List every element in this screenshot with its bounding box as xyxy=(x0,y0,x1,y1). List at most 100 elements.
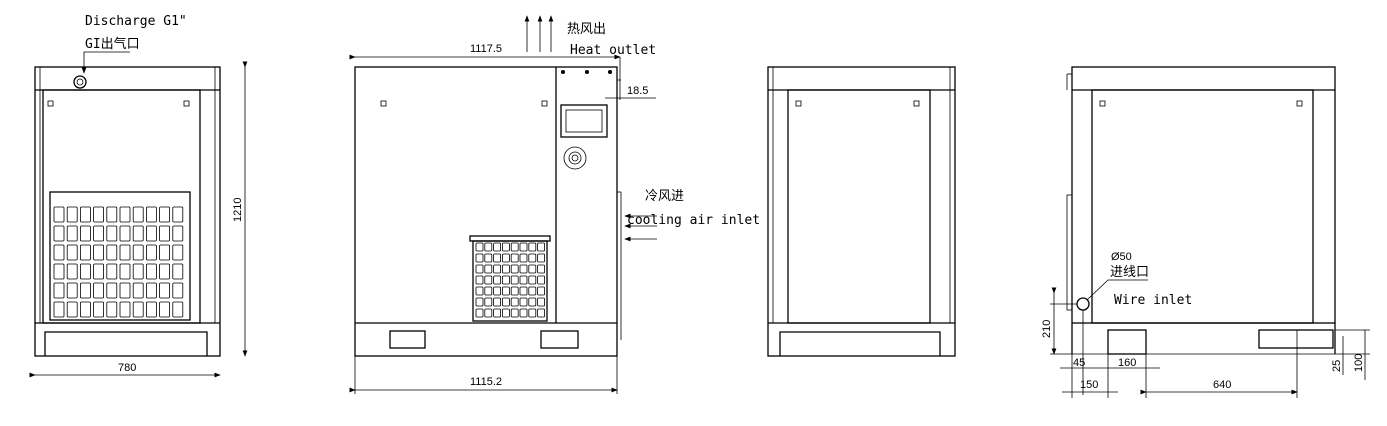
grille-slot xyxy=(519,253,528,263)
grille-slot xyxy=(493,264,502,274)
dim-25: 25 xyxy=(1331,360,1343,372)
grille-slot xyxy=(66,263,78,280)
grille-slot xyxy=(537,264,545,274)
front-view: Discharge G1" GI出气口 780 1210 xyxy=(29,14,248,378)
grille-slot xyxy=(172,263,184,280)
grille-slot xyxy=(80,206,91,223)
top-width-dimension: 1117.5 xyxy=(470,43,502,55)
grille-slot xyxy=(145,263,157,280)
grille-slot xyxy=(501,286,510,296)
grille-slot xyxy=(519,275,528,285)
grille-slot xyxy=(93,263,104,280)
grille-slot xyxy=(159,225,171,242)
grille-slot xyxy=(106,282,118,299)
grille-slot xyxy=(510,275,519,285)
grille-slot xyxy=(537,275,545,285)
intake-grille xyxy=(469,235,551,322)
control-screen xyxy=(560,104,608,138)
discharge-port xyxy=(73,75,87,89)
grille-slot xyxy=(80,282,91,299)
grille-slot xyxy=(159,263,171,280)
width-dimension: 780 xyxy=(118,362,136,374)
grille-slot xyxy=(80,225,91,242)
grille-slot xyxy=(132,206,144,223)
grille-slot xyxy=(519,264,528,274)
grille-slot xyxy=(132,244,144,261)
grille-slot xyxy=(119,263,131,280)
dim-160: 160 xyxy=(1118,357,1136,369)
offset-dimension: 18.5 xyxy=(627,85,648,97)
discharge-leader xyxy=(81,51,130,74)
grille-slot xyxy=(493,286,502,296)
grille-slot xyxy=(475,297,484,307)
grille-slot xyxy=(528,253,537,263)
grille-slot xyxy=(493,297,502,307)
grille-slot xyxy=(475,242,484,252)
side-view: 热风出 Heat outlet 1117.5 18.5 冷风进 cooling … xyxy=(349,15,760,394)
grille-slot xyxy=(484,275,493,285)
grille-slot xyxy=(172,225,184,242)
grille-slot xyxy=(528,242,537,252)
dim-45: 45 xyxy=(1073,357,1085,369)
grille-slot xyxy=(475,286,484,296)
grille-slot xyxy=(510,308,519,318)
grille-slot xyxy=(510,264,519,274)
grille-slot xyxy=(475,264,484,274)
grille-slot xyxy=(106,244,118,261)
grille-slot xyxy=(510,253,519,263)
wire-inlet-cn-label: 进线口 xyxy=(1110,265,1149,280)
grille-slot xyxy=(93,244,104,261)
grille-slot xyxy=(145,244,157,261)
forklift-slot xyxy=(540,330,579,349)
grille-slot xyxy=(519,286,528,296)
grille-slot xyxy=(172,244,184,261)
grille-slot xyxy=(501,242,510,252)
grille-slot xyxy=(80,244,91,261)
dim-100: 100 xyxy=(1353,354,1365,372)
grille-slot xyxy=(159,301,171,318)
grille-slot xyxy=(159,282,171,299)
grille-slot xyxy=(93,206,104,223)
grille-slot xyxy=(528,297,537,307)
grille-slot xyxy=(132,225,144,242)
grille-slot xyxy=(528,264,537,274)
grille-slot xyxy=(484,253,493,263)
grille-slot xyxy=(501,308,510,318)
grille-slot xyxy=(53,263,65,280)
grille-slot xyxy=(53,301,65,318)
discharge-label: Discharge G1" xyxy=(85,14,187,29)
wire-inlet-view: Ø50 进线口 Wire inlet 210 45 160 150 640 25… xyxy=(1041,66,1370,398)
grille-slot xyxy=(519,308,528,318)
grille-slot xyxy=(80,301,91,318)
grille-slot xyxy=(145,301,157,318)
grille-slot xyxy=(53,244,65,261)
grille-slot xyxy=(484,297,493,307)
grille-slot xyxy=(145,282,157,299)
discharge-cn-label: GI出气口 xyxy=(85,36,140,52)
grille-slot xyxy=(66,282,78,299)
grille-slot xyxy=(510,297,519,307)
cooling-inlet-cn-label: 冷风进 xyxy=(645,189,684,204)
grille-slot xyxy=(119,282,131,299)
grille-slot xyxy=(475,253,484,263)
dim-210: 210 xyxy=(1041,320,1053,338)
grille-slot xyxy=(145,206,157,223)
grille-slot xyxy=(132,263,144,280)
grille-slot xyxy=(66,301,78,318)
dim-150: 150 xyxy=(1080,379,1098,391)
grille-slot xyxy=(53,282,65,299)
grille-slot xyxy=(501,253,510,263)
height-dimension: 1210 xyxy=(232,198,244,222)
grille-slot xyxy=(519,242,528,252)
grille-slot xyxy=(93,225,104,242)
grille-slot xyxy=(145,225,157,242)
grille-slot xyxy=(528,286,537,296)
grille-slot xyxy=(537,308,545,318)
grille-slot xyxy=(93,282,104,299)
wire-inlet-label: Wire inlet xyxy=(1114,293,1192,308)
grille-slot xyxy=(53,206,65,223)
grille-slot xyxy=(493,275,502,285)
grille-slot xyxy=(172,301,184,318)
base-cutout xyxy=(44,331,208,356)
grille-slot xyxy=(106,206,118,223)
